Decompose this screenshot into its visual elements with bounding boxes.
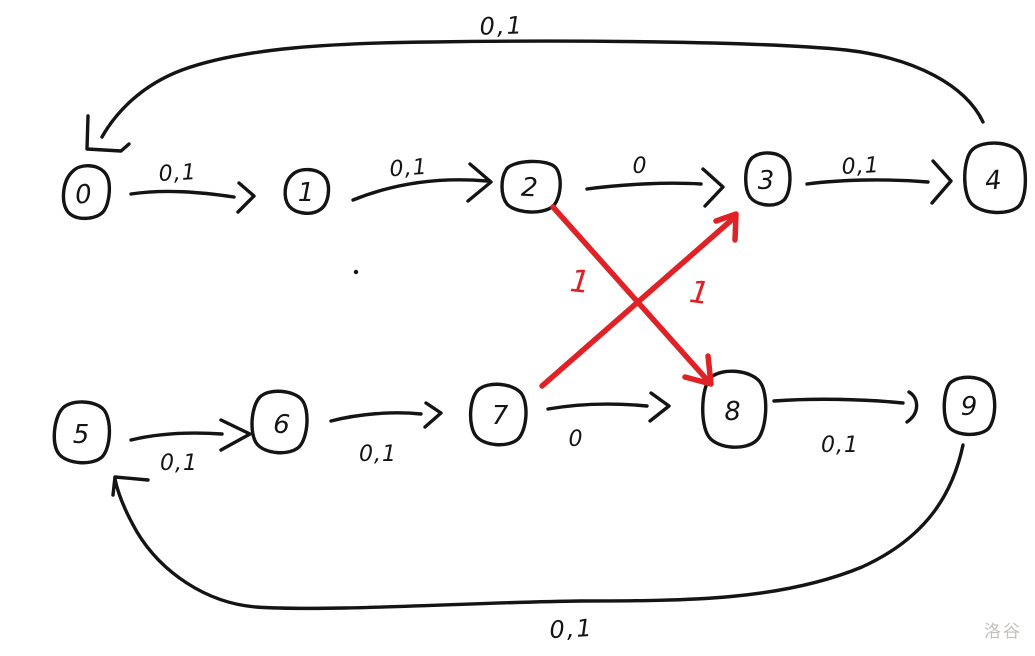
state-label-0: 0 — [74, 179, 93, 210]
state-circle-8 — [701, 369, 768, 449]
edge-7-3-arrowhead — [713, 211, 739, 243]
edge-1-2-line — [351, 178, 489, 202]
state-label-5: 5 — [73, 420, 90, 450]
edge-8-9-line — [772, 397, 905, 405]
edge-5-6-label: 0,1 — [160, 451, 198, 476]
edge-2-8-arrowhead — [682, 353, 714, 387]
state-label-4: 4 — [984, 165, 1003, 196]
edge-1-2-arrowhead — [466, 162, 493, 203]
watermark: 洛谷 — [984, 622, 1022, 642]
edge-5-6-arrowhead — [219, 418, 252, 452]
state-circle-7 — [468, 382, 528, 447]
state-circle-4 — [963, 141, 1028, 215]
state-circle-9 — [942, 375, 997, 437]
edge-7-3-line — [539, 214, 738, 389]
stray-dot — [353, 269, 359, 275]
loop-top-label: 0,1 — [479, 11, 524, 41]
state-label-1: 1 — [298, 178, 315, 208]
edge-2-3-label: 0 — [633, 154, 648, 179]
edge-5-6-line — [129, 431, 224, 442]
ink-layer — [52, 39, 1028, 611]
state-labels: 0 1 2 3 4 5 6 7 8 9 — [73, 165, 1003, 450]
state-circle-6 — [250, 389, 309, 455]
state-label-3: 3 — [758, 166, 775, 196]
state-label-2: 2 — [520, 173, 538, 204]
state-circle-0 — [61, 164, 111, 221]
edge-2-8-label: 1 — [568, 263, 591, 301]
transition-labels: 0,1 0,1 0 0,1 0,1 0,1 0,1 0 0,1 0,1 — [158, 11, 880, 644]
edge-8-9-label: 0,1 — [821, 433, 859, 458]
state-label-8: 8 — [724, 397, 742, 428]
edge-1-2-label: 0,1 — [389, 155, 429, 183]
edge-3-4-arrowhead — [930, 159, 953, 205]
edge-6-7-arrowhead — [423, 401, 443, 429]
loop-bottom-arrowhead — [111, 475, 150, 497]
edge-0-1-label: 0,1 — [158, 160, 197, 187]
state-circle-1 — [283, 167, 331, 215]
state-circle-3 — [744, 151, 792, 207]
edge-7-8-line — [546, 402, 649, 411]
edge-2-3-arrowhead — [701, 167, 725, 208]
state-label-9: 9 — [961, 392, 978, 422]
edge-0-1-line — [129, 189, 236, 199]
loop-top-arc — [100, 39, 985, 139]
edge-8-9-arrowhead — [905, 390, 919, 424]
loop-bottom-label: 0,1 — [549, 614, 595, 644]
red-layer — [539, 204, 739, 389]
edge-2-8-line — [550, 204, 712, 385]
edge-3-4-label: 0,1 — [841, 153, 880, 180]
edge-6-7-line — [329, 411, 423, 423]
edge-3-4-line — [805, 178, 930, 186]
edge-7-8-label: 0 — [569, 427, 584, 452]
state-circle-5 — [52, 400, 112, 465]
loop-bottom-arc — [113, 443, 965, 611]
loop-top-arrowhead — [85, 114, 131, 153]
edge-2-3-line — [585, 181, 703, 191]
state-label-6: 6 — [272, 409, 291, 440]
edge-0-1-arrowhead — [236, 181, 256, 214]
edge-6-7-label: 0,1 — [359, 442, 397, 467]
edge-7-8-arrowhead — [648, 391, 671, 423]
edge-7-3-label: 1 — [687, 274, 712, 312]
state-label-7: 7 — [492, 401, 509, 431]
